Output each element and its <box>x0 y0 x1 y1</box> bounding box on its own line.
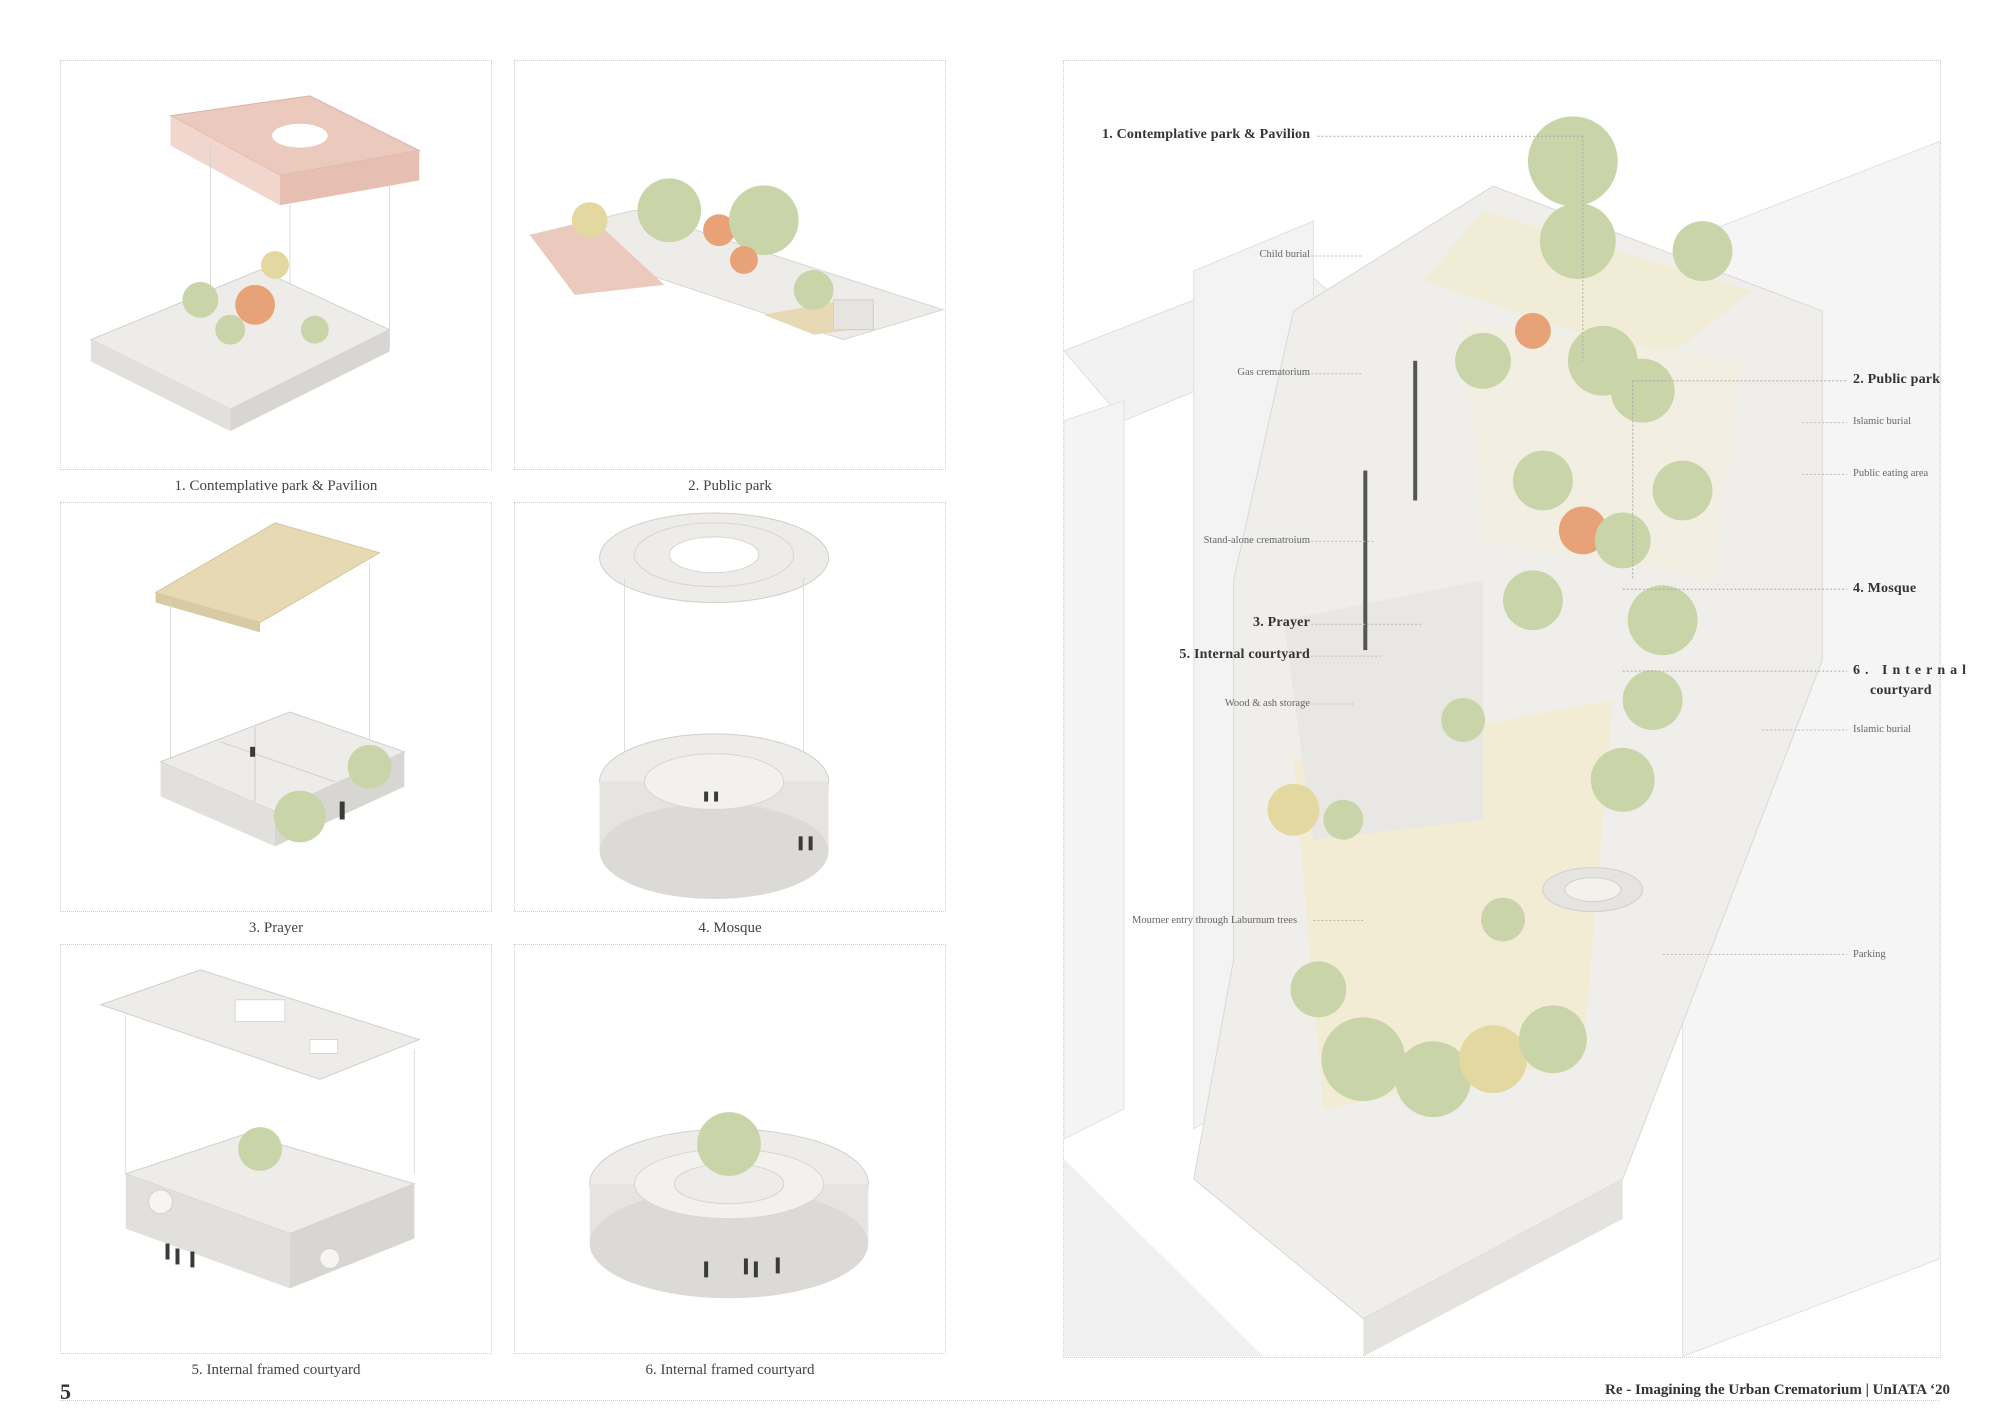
caption-internal-courtyard-5: 5. Internal framed courtyard <box>191 1362 361 1378</box>
panel-contemplative-park <box>60 60 492 470</box>
public-park-axonometric <box>528 178 945 341</box>
page-number: 5 <box>60 1379 71 1404</box>
caption-contemplative-park: 1. Contemplative park & Pavilion <box>174 478 378 494</box>
footer-divider <box>60 1400 1940 1401</box>
label-contemplative-park: 1. Contemplative park & Pavilion <box>1102 127 1311 142</box>
mosque-axonometric <box>599 512 830 900</box>
prayer-axonometric <box>154 522 406 847</box>
label-prayer: 3. Prayer <box>1253 615 1310 630</box>
label-parking: Parking <box>1853 949 1886 960</box>
caption-mosque: 4. Mosque <box>698 920 762 936</box>
internal-courtyard-6-axonometric <box>589 1112 869 1299</box>
panel-internal-courtyard-5 <box>60 944 492 1354</box>
label-child-burial: Child burial <box>1259 249 1310 260</box>
label-mosque: 4. Mosque <box>1853 581 1917 596</box>
panel-mosque <box>514 502 946 912</box>
label-wood-ash-storage: Wood & ash storage <box>1224 698 1310 709</box>
caption-public-park: 2. Public park <box>688 478 772 494</box>
internal-courtyard-5-axonometric <box>99 969 421 1289</box>
label-internal-courtyard-6-line1: 6. Internal <box>1853 663 1971 678</box>
label-mourner-entry: Mourner entry through Laburnum trees <box>1132 915 1298 926</box>
label-internal-courtyard: 5. Internal courtyard <box>1179 647 1310 662</box>
label-gas-crematorium: Gas crematorium <box>1237 367 1310 378</box>
footer-title: Re - Imagining the Urban Crematorium | U… <box>1605 1382 1950 1398</box>
caption-internal-courtyard-6: 6. Internal framed courtyard <box>645 1362 815 1378</box>
site-axonometric-panel: 1. Contemplative park & Pavilion Child b… <box>1063 60 1966 1358</box>
label-islamic-burial-2: Islamic burial <box>1853 724 1912 735</box>
label-standalone-crematorium: Stand-alone crematroium <box>1203 535 1310 546</box>
caption-prayer: 3. Prayer <box>248 920 304 936</box>
label-internal-courtyard-6-line2: courtyard <box>1870 683 1932 698</box>
panel-public-park <box>514 60 946 470</box>
label-islamic-burial-1: Islamic burial <box>1853 416 1912 427</box>
label-public-eating-area: Public eating area <box>1853 468 1929 479</box>
label-public-park: 2. Public park <box>1853 372 1941 387</box>
contemplative-park-axonometric <box>89 95 421 432</box>
panel-internal-courtyard-6 <box>514 944 946 1354</box>
panel-prayer <box>60 502 492 912</box>
site-axonometric-drawing <box>1064 116 1940 1357</box>
